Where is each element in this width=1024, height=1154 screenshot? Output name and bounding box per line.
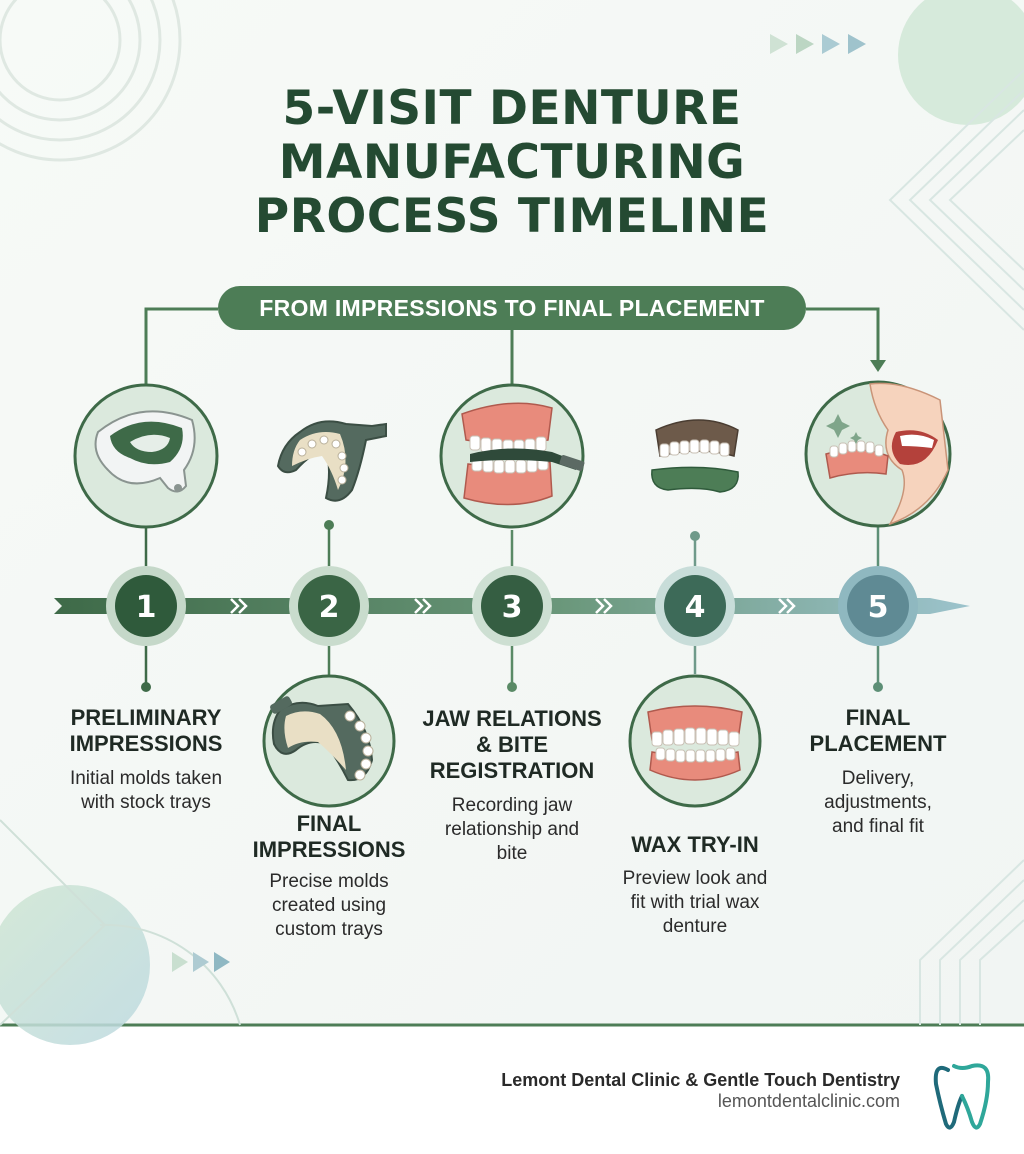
step-desc-line: and final fit	[832, 816, 924, 837]
step-4-description: Preview look and fit with trial wax dent…	[605, 867, 785, 939]
step-number: 3	[502, 590, 523, 625]
step-title-line: PRELIMINARY	[70, 705, 222, 730]
impression-tray-icon	[73, 383, 219, 529]
clinic-name: Lemont Dental Clinic & Gentle Touch Dent…	[501, 1070, 900, 1090]
step-1-title: PRELIMINARY IMPRESSIONS	[46, 705, 246, 757]
wax-denture-icon	[651, 419, 739, 493]
clinic-website-link[interactable]: lemontdentalclinic.com	[717, 1091, 900, 1111]
decorative-triangles	[770, 34, 866, 54]
timeline-chevrons	[230, 598, 796, 614]
smile-denture-icon	[804, 380, 952, 528]
step-desc-line: created using	[271, 895, 387, 916]
step-1-description: Initial molds taken with stock trays	[46, 767, 246, 815]
decorative-chevrons	[888, 69, 1024, 331]
step-4-title: WAX TRY-IN	[605, 832, 785, 858]
step-badge-3: 3	[472, 566, 552, 646]
step-title-line: IMPRESSIONS	[69, 731, 223, 756]
step-desc-line: fit with trial wax	[630, 892, 760, 913]
custom-tray-icon	[262, 674, 396, 808]
step-title-line: & BITE	[475, 732, 549, 757]
title-line: PROCESS TIMELINE	[254, 189, 770, 244]
step-desc-line: denture	[662, 916, 728, 937]
step-title-line: IMPRESSIONS	[252, 837, 406, 862]
tooth-logo-icon	[933, 1063, 991, 1130]
step-2-description: Precise molds created using custom trays	[239, 870, 419, 942]
title-line: MANUFACTURING	[278, 135, 746, 190]
step-number: 4	[685, 590, 706, 625]
page-title: 5-VISIT DENTURE MANUFACTURING PROCESS TI…	[112, 82, 912, 244]
step-title-line: JAW RELATIONS	[422, 706, 602, 731]
step-3-description: Recording jaw relationship and bite	[422, 794, 602, 866]
step-number: 1	[136, 590, 157, 625]
step-desc-line: Precise molds	[269, 871, 389, 892]
step-desc-line: with stock trays	[81, 792, 211, 813]
step-5-description: Delivery, adjustments, and final fit	[798, 767, 958, 839]
step-title-line: REGISTRATION	[429, 758, 595, 783]
step-number: 2	[319, 590, 340, 625]
step-3-title: JAW RELATIONS & BITE REGISTRATION	[412, 706, 612, 784]
step-title-line: WAX TRY-IN	[631, 832, 759, 857]
step-title-line: FINAL	[845, 705, 911, 730]
step-2-title: FINAL IMPRESSIONS	[239, 811, 419, 863]
connector-dots	[141, 520, 883, 692]
decorative-blob	[898, 0, 1024, 125]
wax-denture-icon	[628, 674, 762, 808]
step-badge-4: 4	[655, 566, 735, 646]
bracket-arrowhead	[870, 360, 886, 372]
step-connectors	[144, 525, 880, 686]
decorative-arcs	[0, 0, 182, 162]
custom-tray-icon	[276, 420, 387, 502]
step-desc-line: Delivery,	[841, 768, 915, 789]
step-desc-line: Initial molds taken	[69, 768, 223, 789]
step-desc-line: custom trays	[275, 919, 383, 940]
step-desc-line: bite	[496, 843, 528, 864]
bite-registration-icon	[439, 383, 585, 529]
step-5-title: FINAL PLACEMENT	[798, 705, 958, 757]
step-desc-line: Preview look and	[622, 868, 768, 889]
step-desc-line: Recording jaw	[451, 795, 573, 816]
bracket-connector	[144, 307, 880, 384]
step-number: 5	[868, 590, 889, 625]
step-badge-2: 2	[289, 566, 369, 646]
step-badge-1: 1	[106, 566, 186, 646]
step-badge-5: 5	[838, 566, 918, 646]
subtitle-banner: FROM IMPRESSIONS TO FINAL PLACEMENT	[218, 286, 806, 330]
step-title-line: FINAL	[296, 811, 362, 836]
title-line: 5-VISIT DENTURE	[282, 81, 742, 136]
decorative-triangles	[172, 952, 230, 972]
step-desc-line: relationship and	[444, 819, 580, 840]
step-desc-line: adjustments,	[824, 792, 932, 813]
decorative-chevrons	[919, 859, 1024, 1025]
decorative-lines	[0, 819, 241, 1026]
step-title-line: PLACEMENT	[809, 731, 947, 756]
